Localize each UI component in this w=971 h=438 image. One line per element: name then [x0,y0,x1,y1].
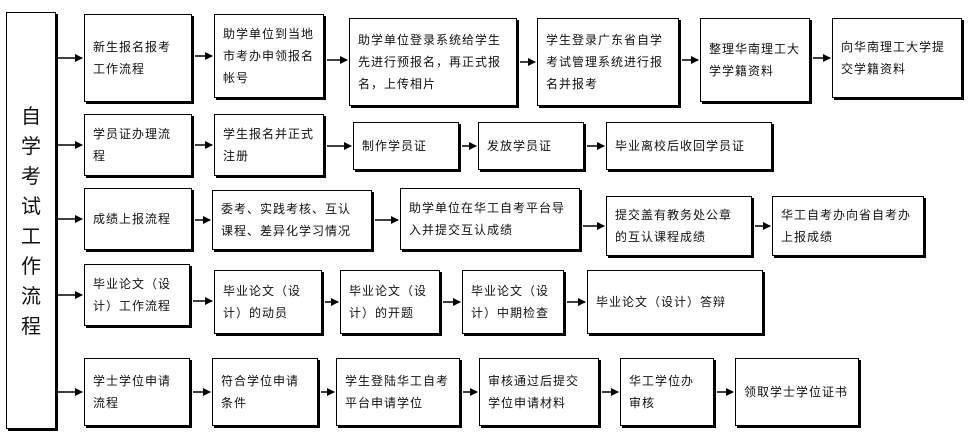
row2-step5: 毕业离校后收回学员证 [606,122,772,170]
row3-step1: 成绩上报流程 [84,188,192,250]
row2-step2: 学生报名并正式注册 [214,114,324,176]
row2-step1: 学员证办理流程 [84,114,192,176]
row5-step4: 审核通过后提交学位申请材料 [479,358,599,426]
row4-step1: 毕业论文（设计）工作流程 [84,264,190,326]
row5-step5: 华工学位办审核 [620,358,714,426]
row3-step5: 华工自考办向省自考办上报成绩 [772,196,924,256]
row5-step6: 领取学士学位证书 [735,358,859,426]
row5-step1: 学士学位申请流程 [84,358,190,426]
row5-step2: 符合学位申请条件 [212,358,318,426]
row4-step5: 毕业论文（设计）答辩 [587,270,763,334]
row1-step5: 整理华南理工大学学籍资料 [700,18,810,102]
row1-step6: 向华南理工大学提交学籍资料 [832,18,962,98]
row3-step3: 助学单位在华工自考平台导入并提交互认成绩 [400,188,580,250]
row5-step3: 学生登陆华工自考平台申请学位 [336,358,460,426]
row3-step4: 提交盖有教务处公章的互认课程成绩 [606,196,752,256]
row1-step4: 学生登录广东省自学考试管理系统进行报名并报考 [537,18,679,106]
row1-step1: 新生报名报考工作流程 [84,14,192,102]
row2-step3: 制作学员证 [353,122,459,170]
row3-step2: 委考、实践考核、互认课程、差异化学习情况 [212,190,372,250]
row1-step3: 助学单位登录系统给学生先进行预报名，再正式报名，上传相片 [349,18,517,106]
row4-step2: 毕业论文（设计）的动员 [214,270,322,334]
title-box: 自学考试工作流程 [6,12,56,429]
row4-step3: 毕业论文（设计）的开题 [340,270,440,334]
row4-step4: 毕业论文（设计）中期检查 [462,270,564,334]
row1-step2: 助学单位到当地市考办申领报名帐号 [214,14,324,98]
row2-step4: 发放学员证 [478,122,584,170]
diagram-title: 自学考试工作流程 [21,103,41,338]
